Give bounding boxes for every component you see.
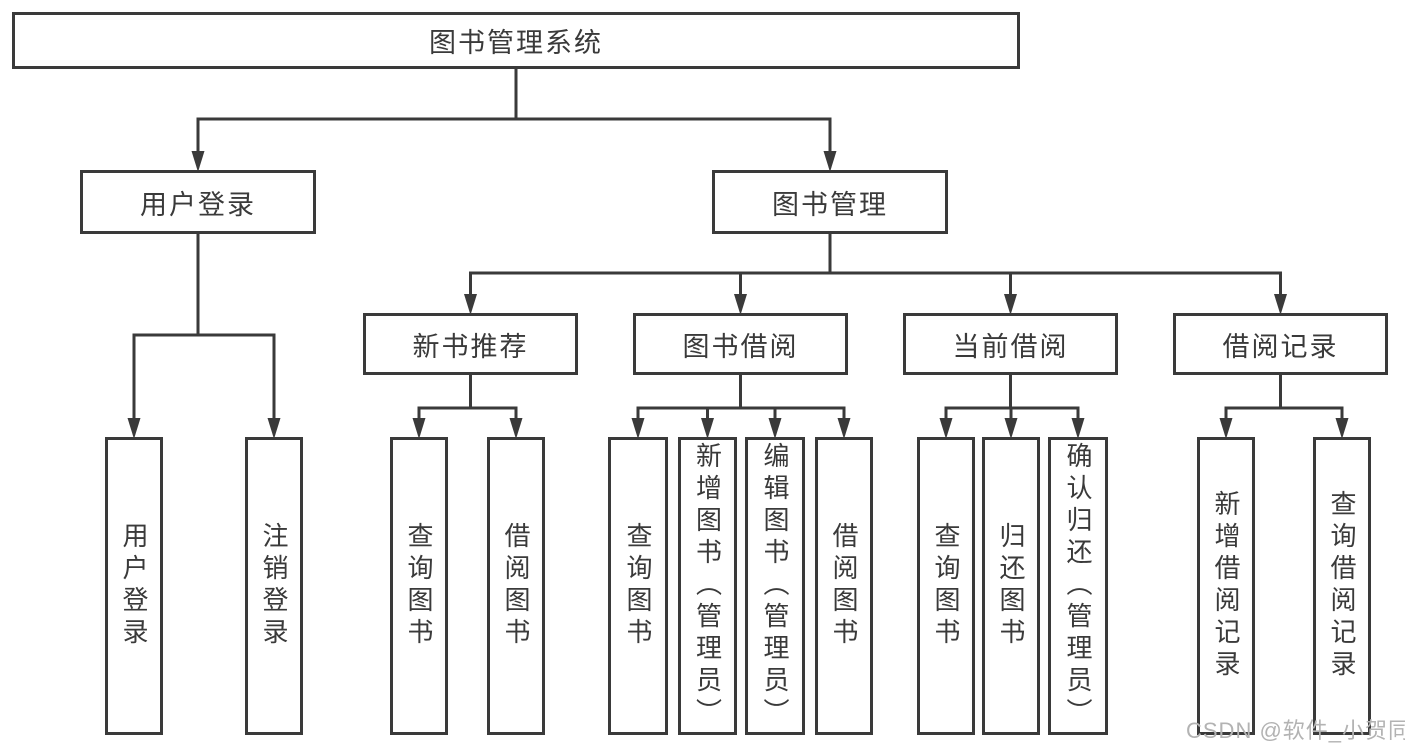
arrowhead-icon: [1274, 294, 1287, 315]
arrowhead-icon: [939, 418, 953, 439]
node-label: 新书推荐: [412, 331, 529, 362]
arrowhead-icon: [837, 418, 851, 439]
node-br-query-record: 查询借阅记录: [1313, 437, 1371, 735]
node-user-login: 用户登录: [80, 170, 316, 234]
node-label: 编辑图书（管理员）: [760, 442, 790, 730]
node-label: 确认归还（管理员）: [1063, 442, 1093, 730]
node-label: 查询图书: [623, 522, 653, 650]
arrowhead-icon: [734, 294, 747, 315]
node-rec-query-book: 查询图书: [390, 437, 448, 735]
node-borrow-records: 借阅记录: [1173, 313, 1388, 375]
node-label: 新增借阅记录: [1211, 490, 1241, 682]
node-bb-edit-book: 编辑图书（管理员）: [745, 437, 805, 735]
node-current-borrow: 当前借阅: [903, 313, 1118, 375]
node-bb-add-book: 新增图书（管理员）: [678, 437, 737, 735]
node-label: 新增图书（管理员）: [692, 442, 723, 730]
node-cb-return-book: 归还图书: [982, 437, 1040, 735]
node-label: 借阅图书: [501, 522, 531, 650]
arrowhead-icon: [1335, 418, 1349, 439]
node-cb-query-book: 查询图书: [917, 437, 975, 735]
node-cb-confirm-return: 确认归还（管理员）: [1048, 437, 1108, 735]
arrowhead-icon: [191, 151, 205, 172]
node-root: 图书管理系统: [12, 12, 1020, 69]
node-label: 图书管理: [772, 189, 888, 220]
arrowhead-icon: [267, 418, 281, 439]
node-label: 查询图书: [931, 522, 961, 650]
node-label: 注销登录: [259, 522, 289, 650]
node-label: 查询图书: [404, 522, 434, 650]
node-label: 借阅图书: [829, 522, 859, 650]
node-label: 用户登录: [140, 189, 256, 220]
arrowhead-icon: [1219, 418, 1233, 439]
node-book-mgmt: 图书管理: [712, 170, 948, 234]
node-logout: 注销登录: [245, 437, 303, 735]
arrowhead-icon: [1071, 418, 1085, 439]
node-login: 用户登录: [105, 437, 163, 735]
arrowhead-icon: [1004, 418, 1018, 439]
node-label: 用户登录: [119, 522, 149, 650]
arrowhead-icon: [768, 418, 782, 439]
node-label: 图书借阅: [682, 331, 799, 362]
arrowhead-icon: [509, 418, 523, 439]
node-label: 当前借阅: [952, 331, 1069, 362]
node-bb-borrow-book: 借阅图书: [815, 437, 873, 735]
arrowhead-icon: [127, 418, 141, 439]
arrowhead-icon: [701, 418, 714, 439]
node-label: 查询借阅记录: [1327, 490, 1357, 682]
node-label: 图书管理系统: [429, 28, 603, 58]
node-br-add-record: 新增借阅记录: [1197, 437, 1255, 735]
arrowhead-icon: [412, 418, 426, 439]
arrowhead-icon: [464, 294, 477, 315]
node-label: 借阅记录: [1222, 331, 1339, 362]
arrowhead-icon: [823, 151, 837, 172]
node-label: 归还图书: [996, 522, 1026, 650]
node-new-book-rec: 新书推荐: [363, 313, 578, 375]
watermark-text: CSDN @软件_小贺同学: [1186, 718, 1405, 743]
node-bb-query-book: 查询图书: [608, 437, 668, 735]
node-rec-borrow-book: 借阅图书: [487, 437, 545, 735]
arrowhead-icon: [631, 418, 645, 439]
node-book-borrow: 图书借阅: [633, 313, 848, 375]
arrowhead-icon: [1004, 294, 1017, 315]
